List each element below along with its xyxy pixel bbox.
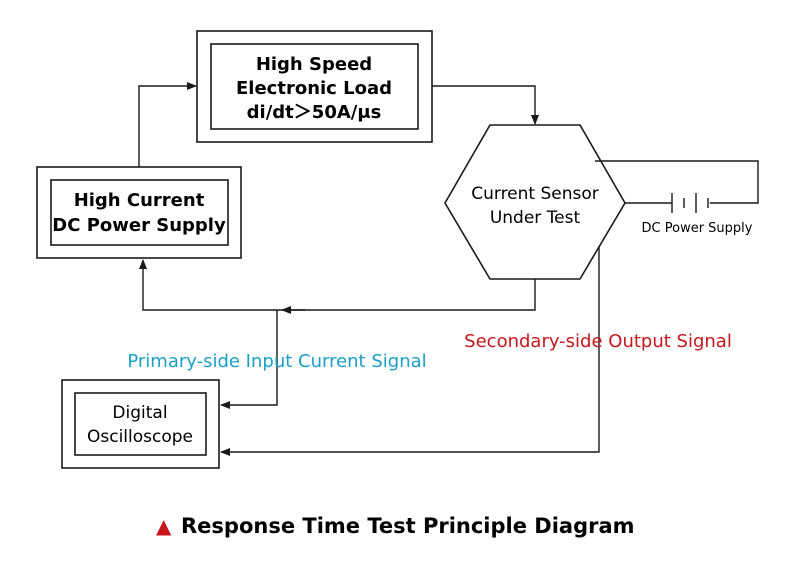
electronic-load-line-2: Electronic Load: [236, 78, 392, 99]
battery-label: DC Power Supply: [642, 221, 753, 236]
sensor-line-2: Under Test: [490, 208, 581, 228]
oscilloscope-outer-frame: [61, 379, 220, 469]
caption: ▲ Response Time Test Principle Diagram: [156, 514, 635, 538]
electronic-load-block: High Speed Electronic Load di/dt＞50A/μs: [196, 30, 433, 143]
current-sensor-block: Current Sensor Under Test: [444, 124, 626, 280]
arrow-secondary-to-scope: [220, 246, 600, 456]
dc-supply-line-1: High Current: [74, 190, 205, 211]
battery-loop: [595, 160, 759, 204]
dc-supply-inner-frame: [50, 179, 229, 246]
arrow-supply-to-load: [138, 82, 197, 167]
oscilloscope-block: Digital Oscilloscope: [61, 379, 220, 469]
electronic-load-line-1: High Speed: [256, 54, 372, 75]
oscilloscope-line-2: Oscilloscope: [87, 427, 193, 447]
secondary-signal-label: Secondary-side Output Signal: [464, 331, 732, 352]
dc-power-supply-block: High Current DC Power Supply: [36, 166, 242, 259]
dc-supply-line-2: DC Power Supply: [52, 215, 226, 236]
electronic-load-line-3: di/dt＞50A/μs: [247, 102, 382, 123]
oscilloscope-inner-frame: [74, 392, 207, 456]
caption-marker-icon: ▲: [156, 514, 172, 538]
battery-icon: [671, 193, 709, 213]
connectors: [138, 82, 759, 456]
arrow-primary-to-scope: [220, 310, 278, 409]
oscilloscope-line-1: Digital: [112, 403, 167, 423]
arrow-sensor-to-supply: [139, 259, 536, 311]
electronic-load-inner-frame: [210, 43, 419, 130]
sensor-line-1: Current Sensor: [471, 184, 599, 204]
primary-signal-label: Primary-side Input Current Signal: [127, 351, 426, 372]
caption-text: Response Time Test Principle Diagram: [181, 514, 635, 538]
arrow-load-to-sensor: [432, 85, 539, 125]
